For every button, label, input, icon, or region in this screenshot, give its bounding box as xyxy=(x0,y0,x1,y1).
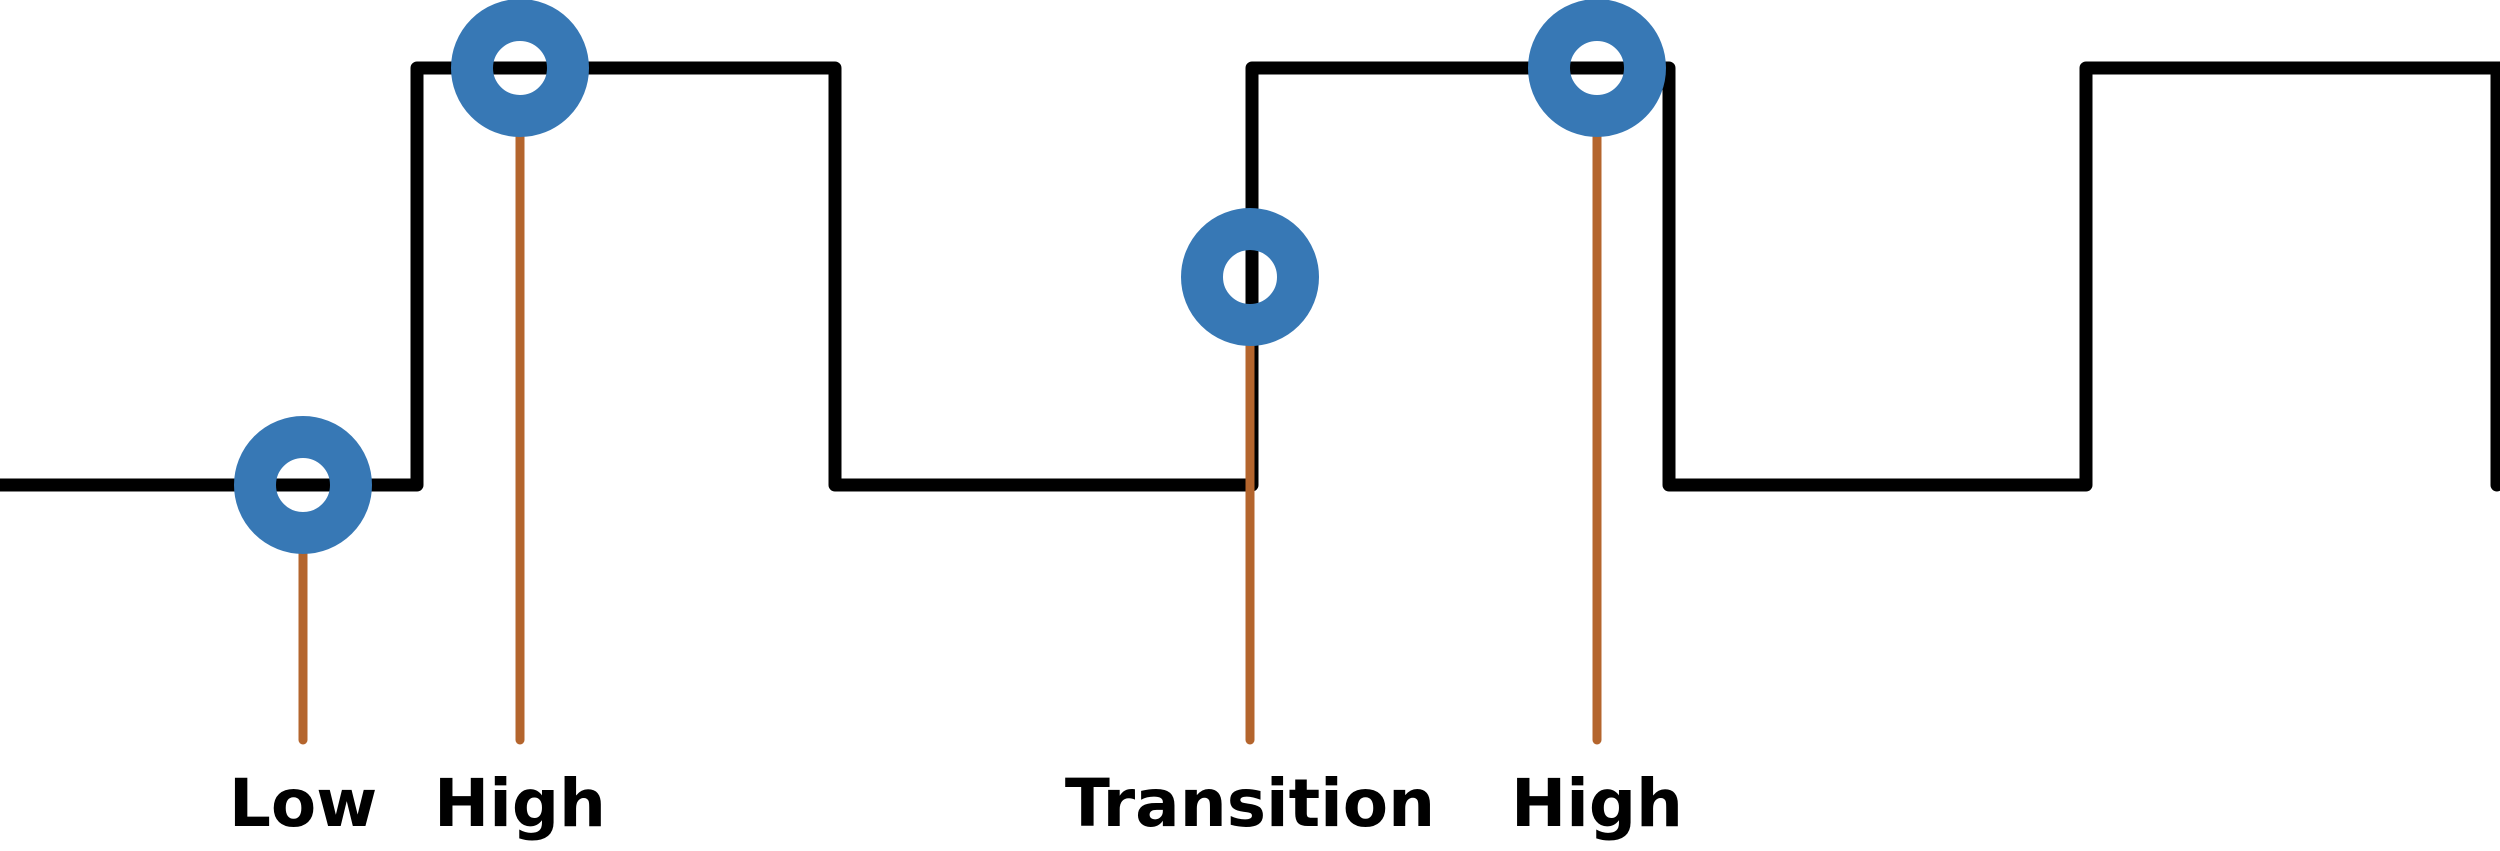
sample-marker xyxy=(234,416,372,554)
sample-point-high-2: High xyxy=(1511,0,1683,842)
sample-label-high: High xyxy=(1511,765,1683,842)
sample-point-low: Low xyxy=(229,416,377,842)
sample-marker xyxy=(451,0,589,137)
square-wave-signal xyxy=(0,61,2500,492)
sample-marker xyxy=(1181,208,1319,346)
sample-label-low: Low xyxy=(229,765,377,842)
sample-marker xyxy=(1528,0,1666,137)
sample-point-high-1: High xyxy=(434,0,606,842)
sample-point-transition: Transition xyxy=(1065,208,1435,842)
sample-label-high: High xyxy=(434,765,606,842)
sample-label-transition: Transition xyxy=(1065,765,1435,842)
